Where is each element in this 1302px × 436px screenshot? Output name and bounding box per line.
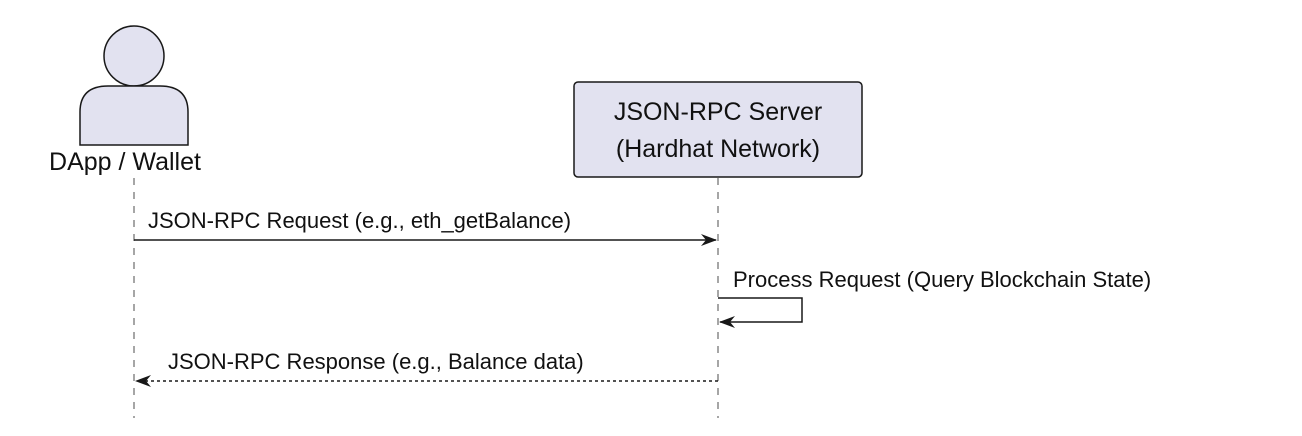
server-title-line1: JSON-RPC Server xyxy=(614,98,822,126)
server-title-line2: (Hardhat Network) xyxy=(616,135,820,163)
user-icon xyxy=(79,25,189,146)
server-participant: JSON-RPC Server (Hardhat Network) xyxy=(573,81,863,178)
process-message-label: Process Request (Query Blockchain State) xyxy=(733,267,1151,292)
request-message-label: JSON-RPC Request (e.g., eth_getBalance) xyxy=(148,208,571,233)
actor-name: DApp / Wallet xyxy=(49,148,201,176)
process-self-arrow xyxy=(718,297,803,328)
response-message-label: JSON-RPC Response (e.g., Balance data) xyxy=(168,349,584,374)
